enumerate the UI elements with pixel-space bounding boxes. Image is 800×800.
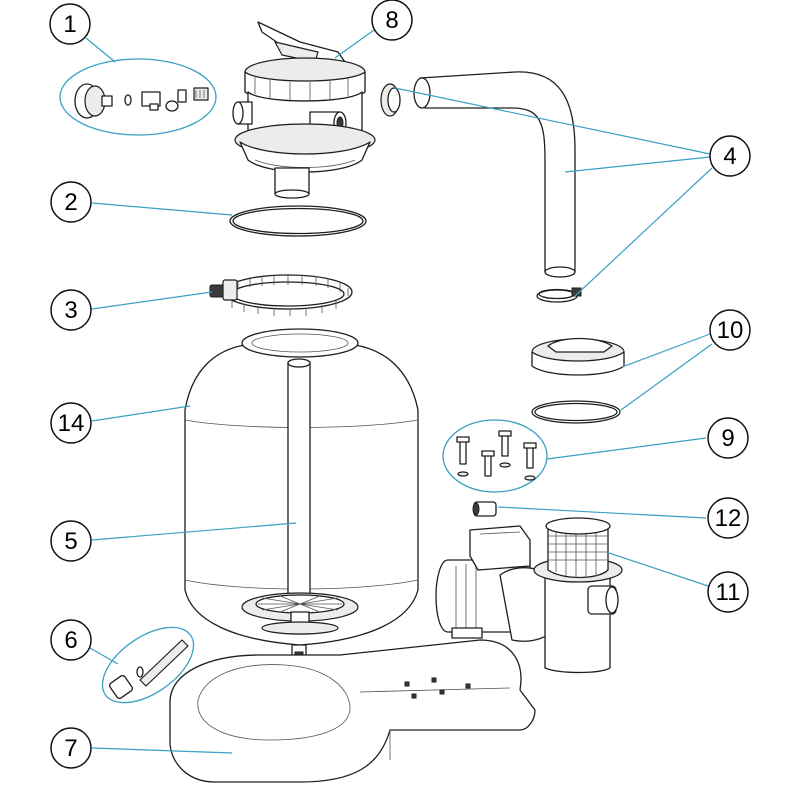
callout-label-2: 2 <box>64 189 77 216</box>
callout-1: 1 <box>49 3 91 45</box>
screw-set <box>442 419 548 493</box>
callout-label-10: 10 <box>717 317 744 344</box>
leader-1 <box>85 37 116 63</box>
pressure-gauge-set <box>59 58 217 136</box>
tank-o-ring <box>229 205 367 237</box>
callout-8: 8 <box>371 0 413 41</box>
leader-10a <box>621 333 711 368</box>
callout-label-11: 11 <box>716 579 741 606</box>
leader-6 <box>89 647 119 665</box>
callout-7: 7 <box>50 727 92 769</box>
leader-11 <box>605 551 709 587</box>
callout-12: 12 <box>707 497 749 539</box>
drain-plug <box>472 501 497 517</box>
callout-label-14: 14 <box>58 410 85 437</box>
leader-14 <box>91 405 191 422</box>
leader-4c <box>574 167 713 297</box>
callout-2: 2 <box>50 181 92 223</box>
callout-label-3: 3 <box>64 297 77 324</box>
callout-9: 9 <box>707 417 749 459</box>
callout-14: 14 <box>50 402 92 444</box>
connection-hose <box>380 71 582 303</box>
clamp-ring <box>209 274 353 316</box>
callout-label-4: 4 <box>723 143 736 170</box>
leader-4a <box>394 87 711 155</box>
callout-3: 3 <box>50 289 92 331</box>
leader-4b <box>564 156 711 173</box>
leader-2 <box>91 202 233 216</box>
pump-unit <box>435 517 623 674</box>
leader-9 <box>546 437 707 460</box>
callout-label-7: 7 <box>64 735 77 762</box>
callout-6: 6 <box>50 619 92 661</box>
leader-8 <box>334 29 375 59</box>
leader-12 <box>497 506 707 519</box>
standpipe-assembly <box>241 358 359 635</box>
prefilter-lid <box>531 337 625 424</box>
multiport-valve <box>232 21 376 199</box>
callout-label-5: 5 <box>64 528 77 555</box>
callout-label-8: 8 <box>385 7 398 34</box>
callout-label-1: 1 <box>63 11 76 38</box>
callout-label-9: 9 <box>721 425 734 452</box>
leader-lines <box>85 29 713 754</box>
callout-11: 11 <box>707 571 749 613</box>
callout-5: 5 <box>50 520 92 562</box>
leader-5 <box>91 522 297 541</box>
callout-4: 4 <box>709 135 751 177</box>
filter-base <box>169 639 536 783</box>
callout-10: 10 <box>709 309 751 351</box>
drain-kit <box>101 626 195 704</box>
callout-label-12: 12 <box>715 505 742 532</box>
callout-label-6: 6 <box>64 627 77 654</box>
callouts: 1 2 3 4 5 6 7 8 9 10 11 12 14 <box>49 0 751 769</box>
leader-10b <box>620 343 713 411</box>
leader-7 <box>91 747 233 754</box>
leader-3 <box>91 291 213 310</box>
